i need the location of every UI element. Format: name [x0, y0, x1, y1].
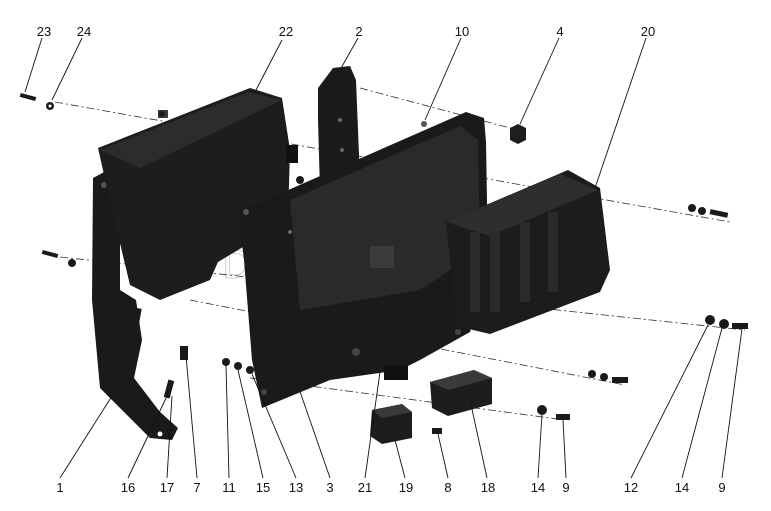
bolt	[130, 307, 142, 329]
callout-3: 3	[326, 480, 333, 495]
callout-16: 16	[121, 480, 135, 495]
relay-part-19	[370, 404, 412, 444]
bolt-part-8	[432, 428, 442, 434]
callout-22: 22	[279, 24, 293, 39]
callout-24: 24	[77, 24, 91, 39]
nut-part-13	[246, 366, 254, 374]
callout-numbers: 23 24 22 2 10 4 20 1 16 17 7 11 15 13 3 …	[37, 24, 726, 495]
cap-part-4	[510, 124, 526, 144]
bolt-part-17	[163, 379, 175, 399]
callout-23: 23	[37, 24, 51, 39]
washer	[68, 259, 76, 267]
upright-bracket-part-2	[318, 66, 360, 190]
callout-14b: 14	[675, 480, 689, 495]
callout-21: 21	[358, 480, 372, 495]
leader-lines	[24, 37, 743, 479]
washer-part-15	[234, 362, 242, 370]
callout-4: 4	[556, 24, 563, 39]
callout-9b: 9	[718, 480, 725, 495]
nut-part-9b	[732, 323, 748, 329]
screw-part-23	[19, 92, 37, 102]
bracket-hole	[338, 118, 342, 122]
callout-15: 15	[256, 480, 270, 495]
callout-13: 13	[289, 480, 303, 495]
washer-part-11	[222, 358, 230, 366]
callout-17: 17	[160, 480, 174, 495]
washer-part-12	[705, 315, 715, 325]
nut-part-9a	[556, 414, 570, 420]
callout-10: 10	[455, 24, 469, 39]
washer-part-14b	[719, 319, 729, 329]
fasteners	[19, 92, 748, 434]
bracket-bolt	[101, 182, 107, 188]
callout-14a: 14	[531, 480, 545, 495]
callout-1: 1	[56, 480, 63, 495]
bracket-hole	[340, 148, 344, 152]
mounting-plate-part-3	[238, 112, 488, 408]
control-unit-part-20	[446, 170, 610, 335]
callout-18: 18	[481, 480, 495, 495]
bracket-hole	[157, 431, 163, 437]
callout-9a: 9	[562, 480, 569, 495]
callout-11: 11	[222, 480, 236, 495]
callout-12: 12	[624, 480, 638, 495]
mounting-bracket-part-1	[92, 170, 178, 440]
callout-8: 8	[444, 480, 451, 495]
screw	[41, 249, 59, 259]
callout-19: 19	[399, 480, 413, 495]
callout-2: 2	[355, 24, 362, 39]
callout-7: 7	[193, 480, 200, 495]
relay-part-18	[430, 370, 492, 416]
callout-20: 20	[641, 24, 655, 39]
washer-part-14a	[537, 405, 547, 415]
bolt-part-7	[180, 346, 188, 360]
